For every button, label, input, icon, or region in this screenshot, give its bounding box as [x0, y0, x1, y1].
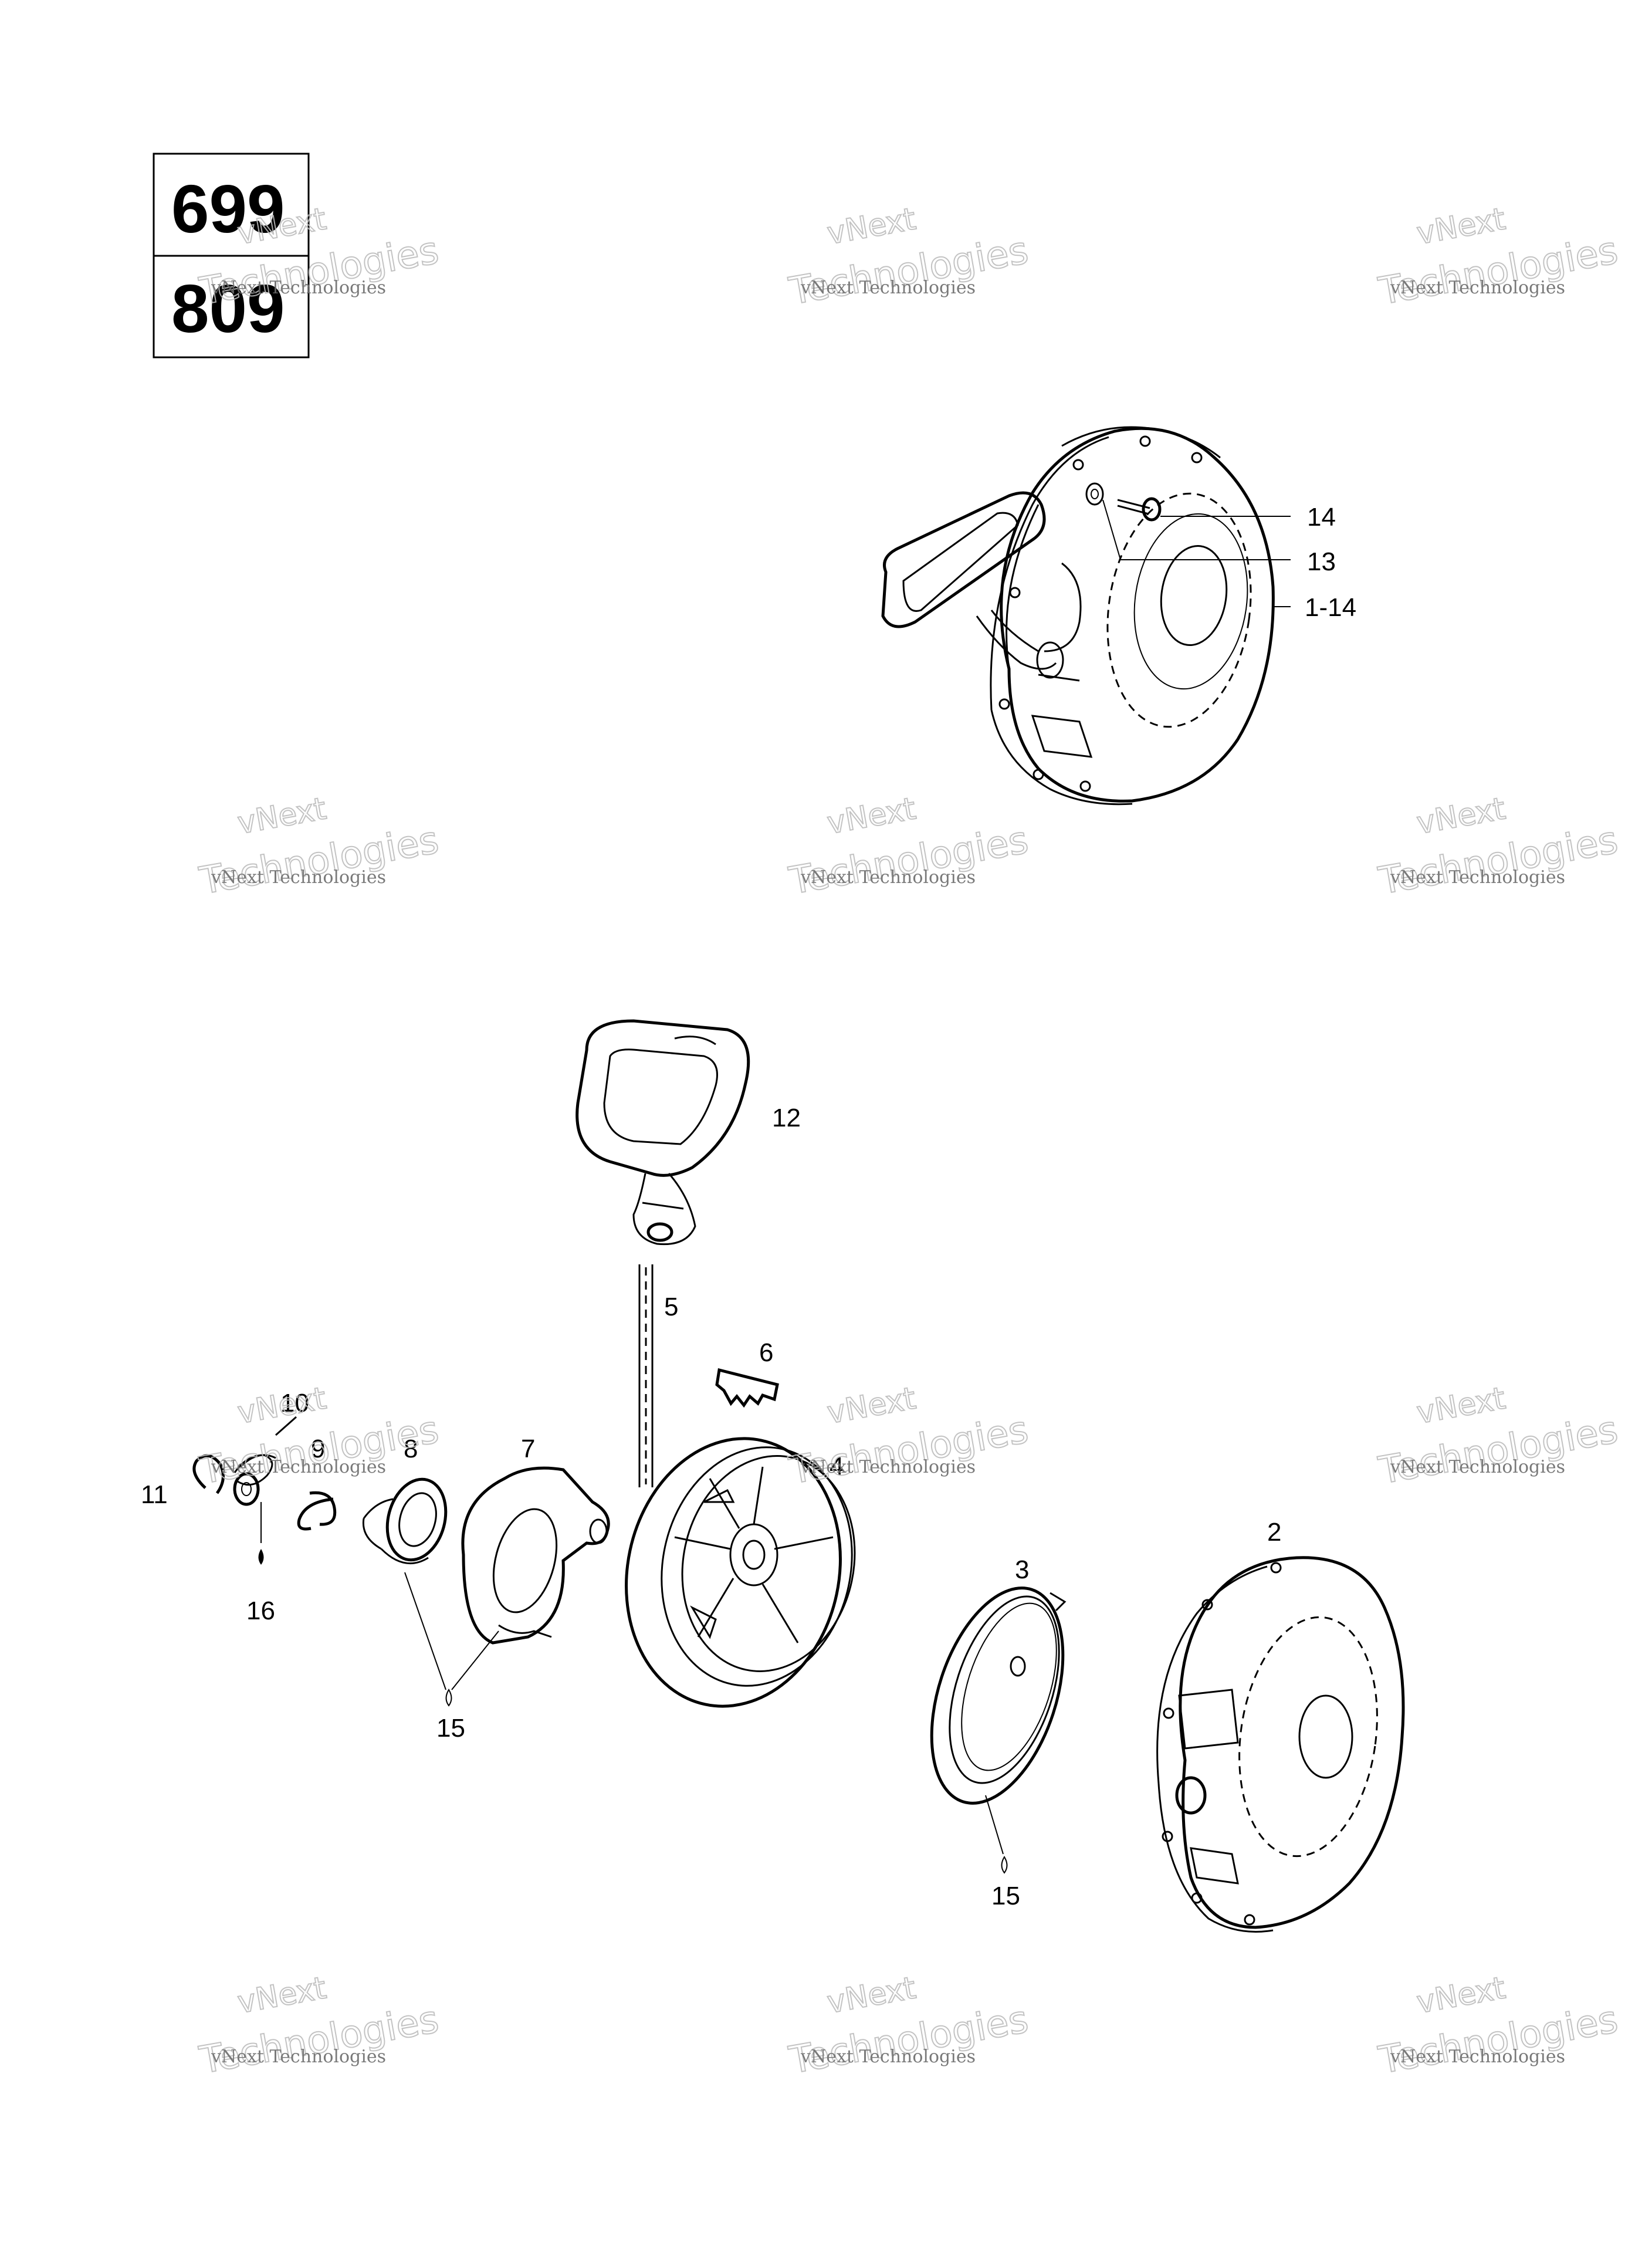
callout-14-top: 14 — [1307, 503, 1336, 532]
callout-3: 3 — [1015, 1555, 1029, 1584]
svg-text:Technologies: Technologies — [786, 1408, 1032, 1493]
svg-text:vNext: vNext — [1414, 791, 1508, 841]
part-5-rope — [638, 1264, 654, 1487]
part-10-spring — [233, 1416, 297, 1486]
svg-text:vNext: vNext — [1414, 1381, 1508, 1430]
svg-text:vNext Technologies: vNext Technologies — [1390, 2046, 1565, 2067]
svg-text:vNext Technologies: vNext Technologies — [1390, 867, 1565, 888]
model-code-bottom: 809 — [171, 270, 285, 347]
callout-7: 7 — [521, 1435, 535, 1463]
lube-leader-right — [985, 1795, 1008, 1874]
model-code-top: 699 — [171, 171, 285, 247]
callout-10: 10 — [280, 1389, 309, 1418]
svg-text:vNext: vNext — [1414, 1970, 1508, 2020]
svg-text:vNext Technologies: vNext Technologies — [1390, 278, 1565, 298]
svg-text:Technologies: Technologies — [197, 818, 442, 903]
part-9-clip — [297, 1491, 337, 1531]
lube-leaders-left — [404, 1572, 499, 1707]
callout-11: 11 — [141, 1480, 168, 1509]
svg-text:vNext Technologies: vNext Technologies — [800, 2046, 976, 2067]
svg-text:Technologies: Technologies — [1376, 1998, 1621, 2082]
callout-2: 2 — [1267, 1518, 1281, 1547]
svg-text:Technologies: Technologies — [786, 1998, 1032, 2082]
callout-15-left: 15 — [436, 1714, 465, 1743]
svg-text:vNext Technologies: vNext Technologies — [800, 278, 976, 298]
svg-text:vNext Technologies: vNext Technologies — [211, 867, 386, 888]
watermarks: vNext Technologies vNext Technologies vN… — [196, 201, 1622, 2083]
svg-text:Technologies: Technologies — [197, 1998, 442, 2082]
part-4-pulley — [625, 1437, 856, 1708]
callout-4: 4 — [830, 1452, 844, 1481]
svg-text:vNext: vNext — [825, 791, 919, 841]
callout-6: 6 — [759, 1338, 773, 1367]
svg-text:Technologies: Technologies — [1376, 818, 1621, 903]
callout-5: 5 — [664, 1293, 678, 1321]
svg-text:vNext Technologies: vNext Technologies — [211, 278, 386, 298]
svg-text:vNext: vNext — [825, 201, 919, 251]
part-2-housing — [1156, 1556, 1405, 1933]
part-3-recoil-spring — [930, 1586, 1067, 1805]
model-code-box: 699 809 — [153, 153, 310, 358]
svg-text:vNext: vNext — [1414, 201, 1508, 251]
callout-1-14: 1-14 — [1305, 593, 1356, 622]
part-8-drive — [362, 1477, 448, 1565]
callout-8: 8 — [404, 1435, 418, 1463]
callout-15-right: 15 — [991, 1882, 1020, 1910]
svg-text:vNext: vNext — [825, 1381, 919, 1430]
svg-text:vNext: vNext — [235, 1970, 329, 2020]
part-7-cover — [461, 1466, 610, 1645]
part-11-clip — [192, 1454, 225, 1494]
part-6-key — [715, 1368, 779, 1408]
callout-16: 16 — [246, 1596, 275, 1625]
starter-assembly-drawing — [881, 426, 1291, 806]
svg-text:Technologies: Technologies — [1376, 229, 1621, 313]
svg-text:vNext Technologies: vNext Technologies — [800, 867, 976, 888]
svg-text:Technologies: Technologies — [197, 1408, 442, 1493]
svg-text:vNext: vNext — [825, 1970, 919, 2020]
svg-text:vNext Technologies: vNext Technologies — [211, 2046, 386, 2067]
callout-12: 12 — [772, 1104, 801, 1132]
svg-text:Technologies: Technologies — [1376, 1408, 1621, 1493]
svg-text:Technologies: Technologies — [786, 229, 1032, 313]
svg-text:Technologies: Technologies — [786, 818, 1032, 903]
svg-text:vNext Technologies: vNext Technologies — [1390, 1457, 1565, 1477]
svg-text:vNext: vNext — [235, 1381, 329, 1430]
part-16-pivot — [233, 1472, 264, 1565]
svg-text:vNext Technologies: vNext Technologies — [211, 1457, 386, 1477]
svg-text:vNext Technologies: vNext Technologies — [800, 1457, 976, 1477]
callout-13-top: 13 — [1307, 547, 1336, 576]
callout-9: 9 — [311, 1435, 325, 1463]
part-12-handle — [576, 1019, 750, 1246]
svg-text:vNext: vNext — [235, 791, 329, 841]
